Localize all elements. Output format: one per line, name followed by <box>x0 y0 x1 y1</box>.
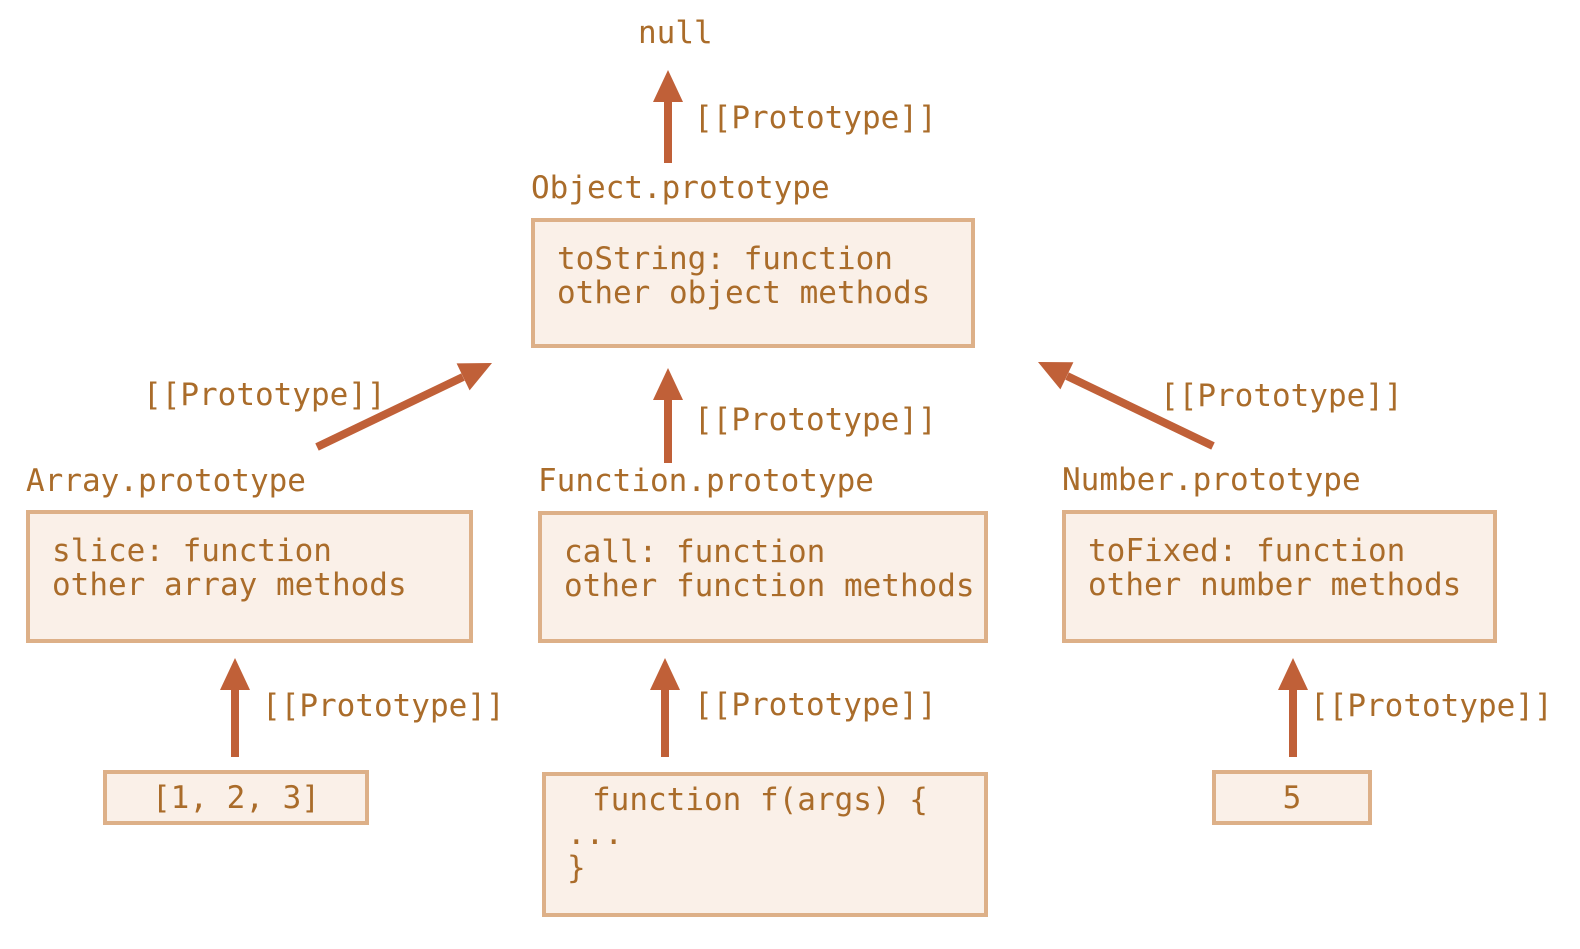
prototype-edge-label-array-instance: [[Prototype]] <box>262 688 505 724</box>
object-prototype-methods-note: other object methods <box>557 275 931 311</box>
prototype-edge-label-function-instance: [[Prototype]] <box>694 687 937 723</box>
function-instance-line: function f(args) { <box>592 782 928 818</box>
array-prototype-title: Array.prototype <box>26 463 306 499</box>
number-prototype-title: Number.prototype <box>1062 462 1361 498</box>
prototype-edge-label-number-object: [[Prototype]] <box>1160 378 1403 414</box>
arrow-array-to-object <box>315 363 492 451</box>
function-prototype-title: Function.prototype <box>538 463 874 499</box>
number-instance-box: 5 <box>1212 770 1372 825</box>
prototype-edge-label-array-object: [[Prototype]] <box>143 377 386 413</box>
prototype-edge-label-function-object: [[Prototype]] <box>694 402 937 438</box>
function-prototype-method: call: function <box>564 534 826 570</box>
array-prototype-method: slice: function <box>52 533 332 569</box>
number-prototype-method: toFixed: function <box>1088 533 1406 569</box>
null-label: null <box>638 15 713 51</box>
function-instance-box: function f(args) { ... } <box>542 772 988 917</box>
function-instance-line: } <box>567 850 586 886</box>
array-prototype-box: slice: function other array methods <box>26 510 473 643</box>
number-prototype-methods-note: other number methods <box>1088 567 1462 603</box>
arrow-function-to-object <box>653 368 683 463</box>
prototype-edge-label-object-null: [[Prototype]] <box>694 100 937 136</box>
object-prototype-box: toString: function other object methods <box>531 218 975 348</box>
array-instance-value: [1, 2, 3] <box>152 779 320 816</box>
prototype-edge-label-number-instance: [[Prototype]] <box>1310 688 1553 724</box>
array-instance-box: [1, 2, 3] <box>103 770 369 825</box>
function-instance-line: ... <box>567 816 623 852</box>
object-prototype-title: Object.prototype <box>531 170 830 206</box>
number-instance-value: 5 <box>1282 779 1302 816</box>
function-prototype-methods-note: other function methods <box>564 568 975 604</box>
function-prototype-box: call: function other function methods <box>538 511 988 643</box>
arrow-number-instance-to-number-prototype <box>1278 658 1308 757</box>
object-prototype-method: toString: function <box>557 241 893 277</box>
arrow-number-to-object <box>1038 362 1215 450</box>
arrow-array-instance-to-array-prototype <box>220 658 250 757</box>
arrow-object-to-null <box>653 70 683 163</box>
array-prototype-methods-note: other array methods <box>52 567 407 603</box>
arrow-function-instance-to-function-prototype <box>650 658 680 757</box>
number-prototype-box: toFixed: function other number methods <box>1062 510 1497 643</box>
